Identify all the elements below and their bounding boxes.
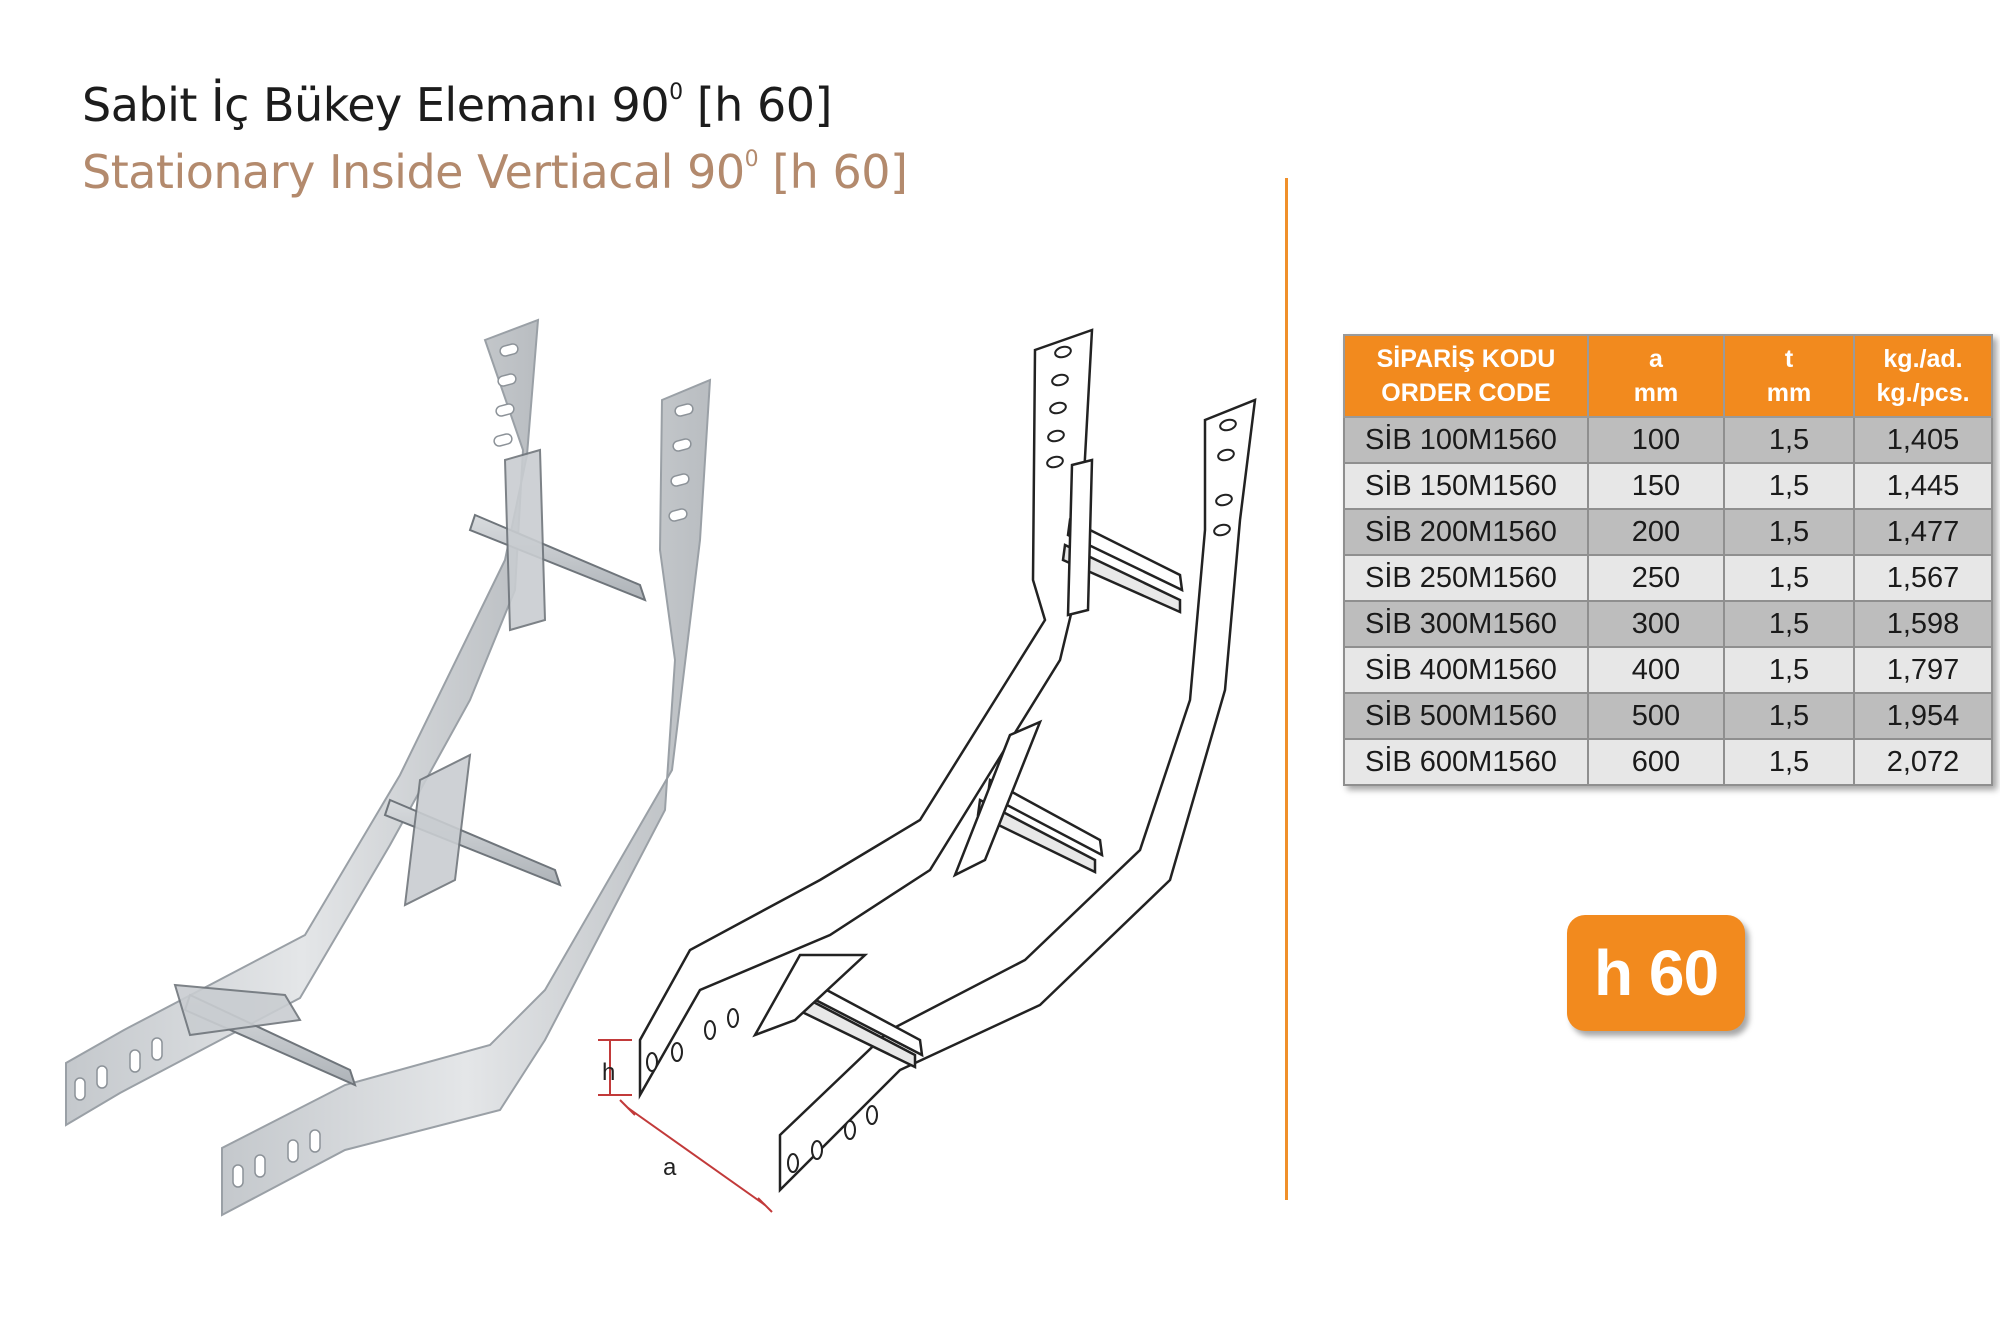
cell-a: 500 (1587, 692, 1725, 740)
ladder-3d-back-rail-slots (74, 343, 519, 1101)
title-turkish-main: Sabit İç Bükey Elemanı 90 (82, 78, 670, 132)
cell-weight: 1,954 (1853, 692, 1993, 740)
cell-weight: 1,405 (1853, 416, 1993, 464)
cell-a: 600 (1587, 738, 1725, 786)
cell-weight: 1,598 (1853, 600, 1993, 648)
cell-weight: 1,445 (1853, 462, 1993, 510)
dimension-h-label: h (602, 1059, 615, 1086)
dimension-a-label: a (663, 1154, 677, 1181)
product-illustrations: h a (65, 318, 1257, 1217)
cell-weight: 1,797 (1853, 646, 1993, 694)
table-row: SİB 200M1560 200 1,5 1,477 (1343, 508, 1993, 556)
cell-a: 150 (1587, 462, 1725, 510)
cell-order-code: SİB 250M1560 (1343, 554, 1589, 602)
ladder-3d-front-rail (221, 378, 712, 1217)
drawing-rungs (752, 458, 1184, 1069)
cell-weight: 1,567 (1853, 554, 1993, 602)
cell-a: 250 (1587, 554, 1725, 602)
ladder-3d-render (65, 318, 712, 1217)
dimension-lines (598, 1039, 773, 1213)
vertical-divider (1285, 178, 1288, 1200)
cell-a: 300 (1587, 600, 1725, 648)
title-turkish-suffix: [h 60] (682, 78, 833, 132)
header-weight: kg./ad.kg./pcs. (1853, 334, 1993, 418)
cell-order-code: SİB 300M1560 (1343, 600, 1589, 648)
table-row: SİB 150M1560 150 1,5 1,445 (1343, 462, 1993, 510)
cell-order-code: SİB 400M1560 (1343, 646, 1589, 694)
drawing-slots (646, 345, 1237, 1173)
ladder-3d-back-rail (65, 318, 540, 1127)
cell-weight: 2,072 (1853, 738, 1993, 786)
title-turkish-degree: 0 (669, 79, 683, 105)
title-english-degree: 0 (744, 146, 759, 172)
ladder-3d-rungs (173, 448, 647, 1087)
cell-t: 1,5 (1723, 508, 1855, 556)
cell-order-code: SİB 100M1560 (1343, 416, 1589, 464)
cell-t: 1,5 (1723, 738, 1855, 786)
cell-a: 200 (1587, 508, 1725, 556)
table-row: SİB 500M1560 500 1,5 1,954 (1343, 692, 1993, 740)
title-english-suffix: [h 60] (758, 145, 908, 199)
ladder-3d-front-rail-slots (232, 403, 694, 1188)
cell-weight: 1,477 (1853, 508, 1993, 556)
table-row: SİB 400M1560 400 1,5 1,797 (1343, 646, 1993, 694)
cell-order-code: SİB 500M1560 (1343, 692, 1589, 740)
table-row: SİB 250M1560 250 1,5 1,567 (1343, 554, 1993, 602)
table-row: SİB 600M1560 600 1,5 2,072 (1343, 738, 1993, 786)
cell-a: 400 (1587, 646, 1725, 694)
cell-t: 1,5 (1723, 646, 1855, 694)
table-row: SİB 100M1560 100 1,5 1,405 (1343, 416, 1993, 464)
height-badge: h 60 (1567, 915, 1745, 1031)
cell-order-code: SİB 150M1560 (1343, 462, 1589, 510)
cell-t: 1,5 (1723, 416, 1855, 464)
cell-order-code: SİB 600M1560 (1343, 738, 1589, 786)
cell-t: 1,5 (1723, 600, 1855, 648)
title-english-main: Stationary Inside Vertiacal 90 (82, 145, 745, 199)
table-row: SİB 300M1560 300 1,5 1,598 (1343, 600, 1993, 648)
title-english: Stationary Inside Vertiacal 900 [h 60] (82, 145, 908, 199)
cell-a: 100 (1587, 416, 1725, 464)
cell-order-code: SİB 200M1560 (1343, 508, 1589, 556)
title-turkish: Sabit İç Bükey Elemanı 900 [h 60] (82, 78, 832, 132)
cell-t: 1,5 (1723, 554, 1855, 602)
cell-t: 1,5 (1723, 462, 1855, 510)
cell-t: 1,5 (1723, 692, 1855, 740)
drawing-front-rail (778, 398, 1257, 1194)
ladder-line-drawing: h a (598, 328, 1257, 1213)
